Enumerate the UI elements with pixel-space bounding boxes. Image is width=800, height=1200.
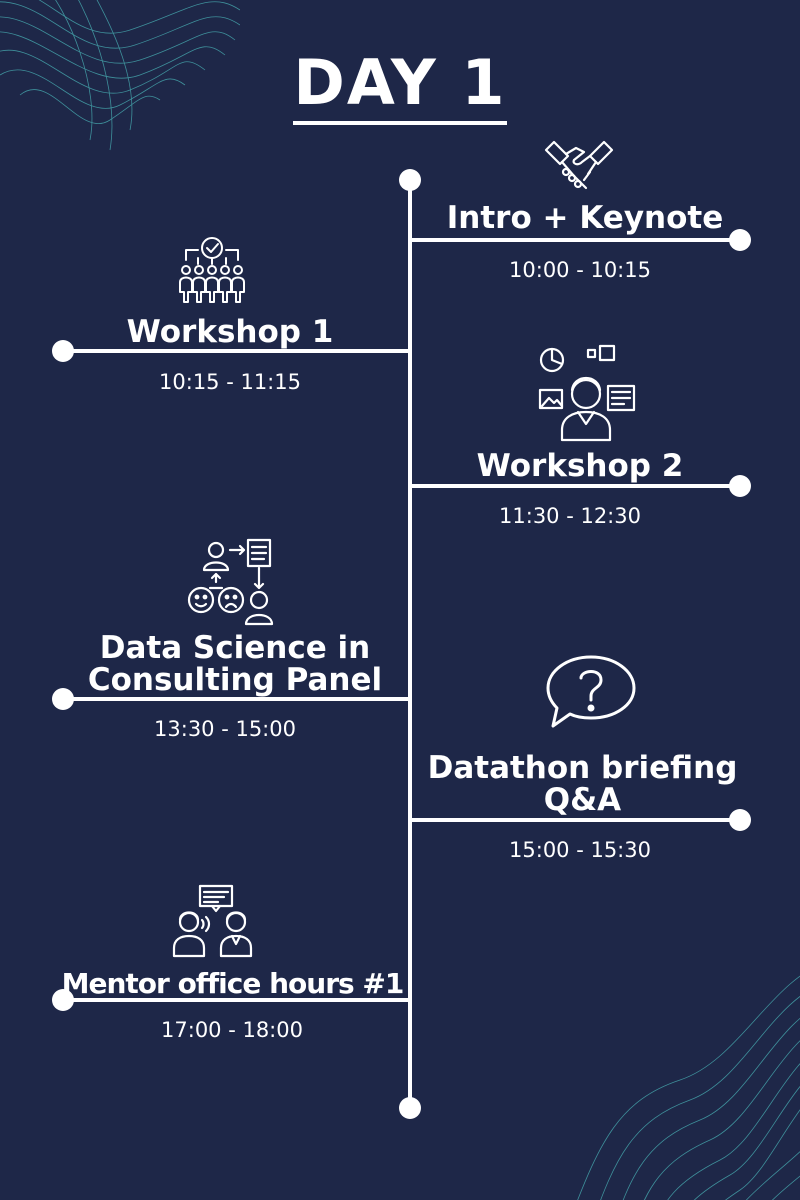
mentor-talk-icon — [172, 884, 256, 958]
timeline-start-dot — [399, 169, 421, 191]
team-vote-icon — [176, 236, 248, 304]
page-title: DAY 1 — [0, 46, 800, 125]
event-title-data-science-panel-line2: Consulting Panel — [87, 662, 383, 698]
wave-decoration-bottom-right — [577, 975, 800, 1200]
event-dot — [729, 809, 751, 831]
event-time: 15:00 - 15:30 — [509, 838, 651, 862]
event-time: 13:30 - 15:00 — [154, 717, 296, 741]
event-time: 10:00 - 10:15 — [509, 258, 651, 282]
event-connector — [62, 349, 410, 353]
event-title-workshop-2: Workshop 2 — [476, 448, 684, 484]
event-connector — [62, 998, 410, 1002]
event-connector — [410, 484, 740, 488]
timeline-axis — [408, 180, 412, 1110]
presenter-icon — [536, 344, 638, 442]
event-title-datathon-briefing-line1: Datathon briefing — [427, 750, 738, 786]
question-bubble-icon — [545, 654, 637, 730]
event-dot — [52, 989, 74, 1011]
event-title-mentor-office-hours: Mentor office hours #1 — [61, 967, 405, 1000]
wave-decoration-top-left — [0, 0, 240, 151]
event-connector — [410, 238, 740, 242]
timeline-end-dot — [399, 1097, 421, 1119]
event-time: 11:30 - 12:30 — [499, 504, 641, 528]
event-dot — [729, 475, 751, 497]
event-time: 17:00 - 18:00 — [161, 1018, 303, 1042]
event-title-workshop-1: Workshop 1 — [126, 314, 334, 350]
event-time: 10:15 - 11:15 — [159, 370, 301, 394]
handshake-icon — [544, 136, 614, 194]
event-dot — [52, 340, 74, 362]
event-connector — [410, 818, 740, 822]
event-connector — [62, 697, 410, 701]
event-title-intro-keynote: Intro + Keynote — [446, 200, 724, 236]
event-title-data-science-panel-line1: Data Science in — [99, 630, 371, 666]
event-title-datathon-briefing-line2: Q&A — [543, 782, 622, 818]
event-dot — [52, 688, 74, 710]
feedback-flow-icon — [186, 538, 276, 628]
event-dot — [729, 229, 751, 251]
